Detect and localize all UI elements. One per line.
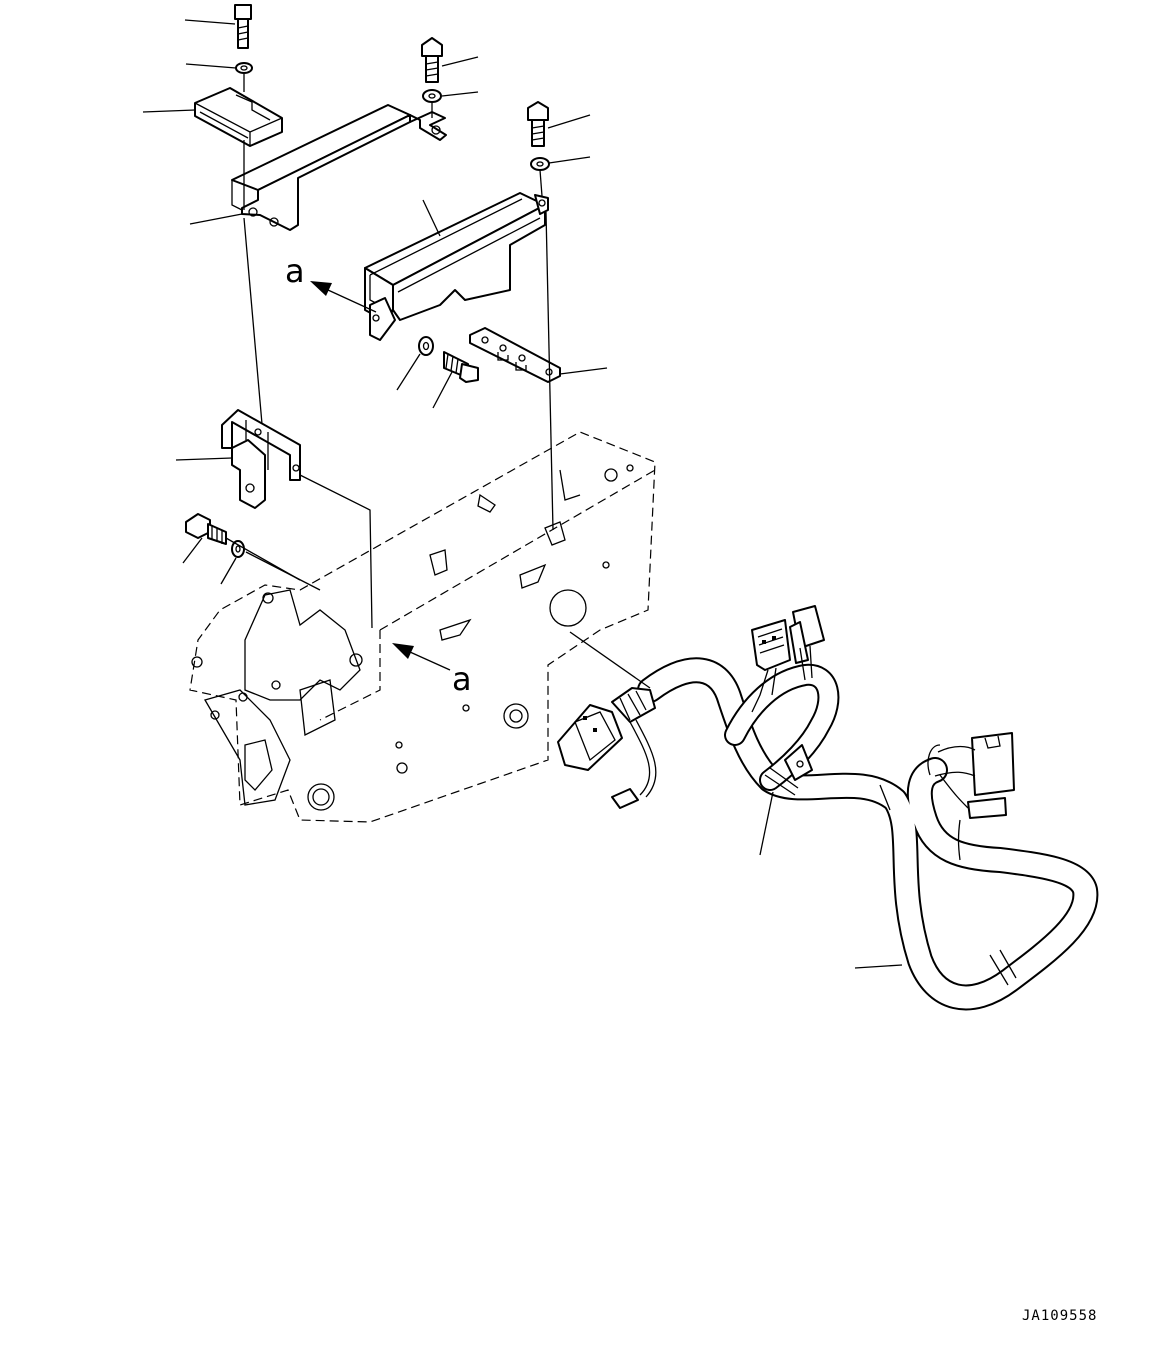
bolt-top-left [234,4,252,49]
washer-top-center [422,89,442,103]
multi-pin-connector [751,619,791,713]
bracket-plate-top-left [194,87,283,147]
leader-lines [142,19,903,969]
harness-clamp [764,744,813,796]
washer-top-left [235,62,253,74]
controller-unit [364,192,549,341]
mounting-frame [189,431,656,823]
bolt-top-right [527,101,549,147]
bolt-top-center [421,37,443,83]
washer-lower-left [231,540,245,558]
mounting-plate-right [469,327,561,383]
pigtail-connector [611,719,657,809]
long-bracket [231,104,447,231]
right-connector-upper [934,732,1015,796]
round-connector [557,687,656,771]
assembly-lines [225,74,651,689]
washer-top-right [530,157,550,171]
right-connector-lower [927,744,1007,861]
bolt-under-controller [443,351,479,383]
washer-under-controller [418,336,434,356]
view-arrow-top [310,281,377,313]
l-bracket-mid-left [221,409,301,509]
bolt-lower-left [185,513,227,545]
relay-connector [789,605,825,681]
drawing-code: JA109558 [1022,1308,1098,1324]
view-label-top: a [285,252,305,290]
wiring-harness [637,657,1099,1011]
view-label-bottom: a [452,660,472,698]
view-arrow-bottom [392,643,451,671]
